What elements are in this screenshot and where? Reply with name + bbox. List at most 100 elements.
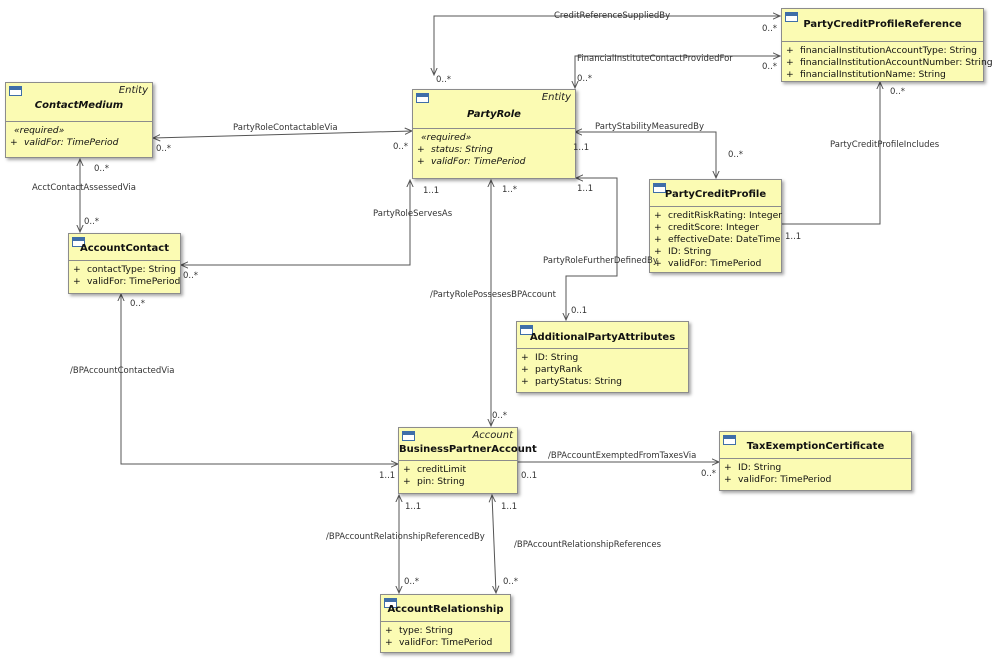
- attribute: +creditScore: Integer: [654, 222, 760, 233]
- attribute: +contactType: String: [73, 264, 176, 275]
- multiplicity: 0..*: [393, 142, 409, 152]
- attribute: +validFor: TimePeriod: [724, 474, 832, 485]
- class-header: AccountRelationship: [381, 595, 510, 622]
- assoc-label-bp-account-relationship-references: /BPAccountRelationshipReferences: [514, 540, 662, 550]
- class-header: TaxExemptionCertificate: [720, 432, 911, 459]
- attribute: +ID: String: [521, 352, 579, 363]
- class-name: PartyRole: [467, 109, 521, 120]
- class-party-credit-profile[interactable]: PartyCreditProfile +creditRiskRating: In…: [649, 179, 782, 273]
- multiplicity: 0..*: [728, 150, 744, 160]
- assoc-label-acct-contact-assessed-via: AcctContactAssessedVia: [32, 183, 136, 193]
- multiplicity: 0..*: [84, 217, 100, 227]
- attribute: +validFor: TimePeriod: [10, 137, 119, 148]
- class-contact-medium[interactable]: Entity ContactMedium «required» +validFo…: [5, 82, 153, 158]
- multiplicity: 0..1: [521, 471, 538, 481]
- assoc-financial-institute-contact-provided-for[interactable]: [575, 56, 780, 88]
- class-icon: [785, 12, 798, 22]
- class-icon: [384, 598, 397, 608]
- multiplicity: 1..1: [423, 186, 440, 196]
- attribute: +validFor: TimePeriod: [73, 276, 181, 287]
- attribute: +status: String: [417, 144, 493, 155]
- required-label: «required»: [14, 125, 65, 136]
- class-header: AccountContact: [69, 234, 180, 261]
- multiplicity: 0..*: [436, 75, 452, 85]
- class-business-partner-account[interactable]: Account BusinessPartnerAccount +creditLi…: [398, 427, 537, 494]
- multiplicity: 0..*: [404, 577, 420, 587]
- assoc-label-party-role-contactable-via: PartyRoleContactableVia: [233, 123, 338, 133]
- multiplicity: 0..*: [762, 62, 778, 72]
- class-name: ContactMedium: [34, 100, 124, 111]
- attribute: +creditLimit: [403, 464, 467, 475]
- multiplicity: 0..*: [577, 74, 593, 84]
- attribute: +partyStatus: String: [521, 376, 622, 387]
- class-header: PartyCreditProfile: [650, 180, 781, 207]
- attribute: +creditRiskRating: Integer: [654, 210, 782, 221]
- class-icon: [723, 435, 736, 445]
- attribute: +financialInstitutionAccountNumber: Stri…: [786, 57, 993, 68]
- multiplicity: 0..*: [94, 164, 110, 174]
- multiplicity: 0..*: [156, 144, 172, 154]
- assoc-label-financial-institute-contact-provided-for: FinancialInstituteContactProvidedFor: [577, 54, 733, 64]
- assoc-label-party-credit-profile-includes: PartyCreditProfileIncludes: [830, 140, 940, 150]
- class-icon: [72, 237, 85, 247]
- assoc-label-credit-reference-supplied-by: CreditReferenceSuppliedBy: [554, 11, 671, 21]
- attribute: +effectiveDate: DateTime: [654, 234, 781, 245]
- class-icon: [653, 183, 666, 193]
- attribute: +validFor: TimePeriod: [654, 258, 762, 269]
- multiplicity: 1..1: [501, 502, 518, 512]
- attribute: +financialInstitutionName: String: [786, 69, 946, 80]
- class-header: Entity ContactMedium: [6, 83, 152, 122]
- attribute: +validFor: TimePeriod: [417, 156, 526, 167]
- class-name: AccountRelationship: [387, 604, 504, 615]
- multiplicity: 1..1: [405, 502, 422, 512]
- multiplicity: 0..*: [701, 469, 717, 479]
- assoc-party-credit-profile-includes[interactable]: [782, 82, 880, 224]
- assoc-bp-account-contacted-via[interactable]: [121, 294, 398, 464]
- class-party-role[interactable]: Entity PartyRole «required» +status: Str…: [412, 89, 576, 179]
- attribute: +ID: String: [724, 462, 782, 473]
- class-account-relationship[interactable]: AccountRelationship +type: String +valid…: [380, 594, 511, 653]
- multiplicity: 0..*: [130, 299, 146, 309]
- class-icon: [520, 325, 533, 335]
- multiplicity: 0..*: [890, 87, 906, 97]
- attribute: +validFor: TimePeriod: [385, 637, 493, 648]
- multiplicity: 0..*: [492, 411, 508, 421]
- class-tax-exemption-certificate[interactable]: TaxExemptionCertificate +ID: String +val…: [719, 431, 912, 491]
- class-icon: [9, 86, 22, 96]
- class-name: AdditionalPartyAttributes: [529, 332, 676, 343]
- class-additional-party-attributes[interactable]: AdditionalPartyAttributes +ID: String +p…: [516, 321, 689, 393]
- class-header: Entity PartyRole: [413, 90, 575, 129]
- class-account-contact[interactable]: AccountContact +contactType: String +val…: [68, 233, 181, 294]
- assoc-label-party-role-further-defined-by: PartyRoleFurtherDefinedBy: [543, 256, 658, 266]
- class-icon: [402, 431, 415, 441]
- multiplicity: 0..1: [571, 306, 588, 316]
- class-party-credit-profile-reference[interactable]: PartyCreditProfileReference +financialIn…: [781, 8, 993, 82]
- assoc-label-party-stability-measured-by: PartyStabilityMeasuredBy: [595, 122, 704, 132]
- class-header: PartyCreditProfileReference: [782, 9, 983, 42]
- multiplicity: 1..1: [785, 232, 802, 242]
- assoc-label-bp-account-exempted-from-taxes-via: /BPAccountExemptedFromTaxesVia: [548, 451, 697, 461]
- class-name: TaxExemptionCertificate: [746, 441, 885, 452]
- attribute: +ID: String: [654, 246, 712, 257]
- class-name: BusinessPartnerAccount: [399, 444, 537, 455]
- assoc-party-role-contactable-via[interactable]: [153, 131, 412, 138]
- class-header: Account BusinessPartnerAccount: [399, 428, 537, 461]
- class-stereotype: Entity: [118, 85, 148, 96]
- class-stereotype: Entity: [541, 92, 571, 103]
- multiplicity: 1..1: [577, 184, 594, 194]
- assoc-label-bp-account-contacted-via: /BPAccountContactedVia: [70, 366, 175, 376]
- assoc-party-role-further-defined-by[interactable]: [566, 178, 618, 320]
- required-label: «required»: [421, 132, 472, 143]
- class-icon: [416, 93, 429, 103]
- assoc-bp-account-relationship-references[interactable]: [492, 495, 496, 593]
- assoc-party-role-serves-as[interactable]: [181, 180, 410, 265]
- multiplicity: 0..*: [503, 577, 519, 587]
- class-name: PartyCreditProfile: [664, 189, 767, 200]
- multiplicity: 1..1: [379, 471, 396, 481]
- assoc-credit-reference-supplied-by[interactable]: [434, 16, 780, 75]
- multiplicity: 1..*: [502, 185, 518, 195]
- multiplicity: 0..*: [183, 271, 199, 281]
- attribute: +partyRank: [521, 364, 583, 375]
- assoc-party-stability-measured-by[interactable]: [575, 132, 716, 178]
- attribute: +type: String: [385, 625, 453, 636]
